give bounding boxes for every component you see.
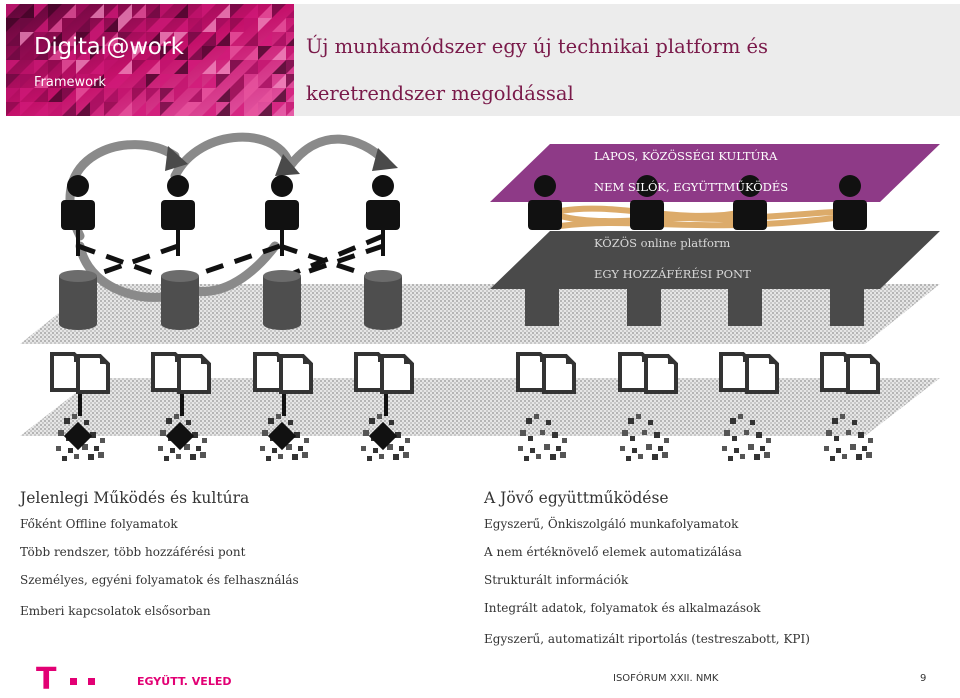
footer-event: ISOFÓRUM XXII. NMK — [613, 673, 719, 684]
data-cluster-icon — [824, 414, 873, 461]
future-title: A Jövő együttműködése — [484, 489, 669, 507]
database-icon — [161, 270, 199, 330]
document-icon — [542, 354, 576, 394]
future-item-5: Egyszerű, automatizált riportolás (testr… — [484, 632, 810, 646]
collaboration-links — [559, 205, 851, 229]
brand-block: Digital@work Framework — [6, 4, 294, 116]
telekom-t-mark: T — [36, 662, 57, 697]
person-icon — [528, 175, 562, 230]
culture-label-2: NEM SILÓK, EGYÜTTMŰKÖDÉS — [594, 180, 789, 194]
document-icon — [644, 354, 678, 394]
document-icon — [279, 354, 313, 394]
logo-dot-icon — [87, 678, 95, 685]
document-icon — [177, 354, 211, 394]
document-icon — [380, 354, 414, 394]
database-icon — [263, 270, 301, 330]
current-title: Jelenlegi Működés és kultúra — [20, 489, 250, 507]
current-item-4: Emberi kapcsolatok elsősorban — [20, 604, 211, 618]
document-icon — [76, 354, 110, 394]
culture-band — [490, 144, 940, 202]
floor-layer-1 — [20, 284, 940, 344]
framework-diagram — [20, 132, 940, 461]
silo-links — [77, 233, 386, 284]
floor-layer-2 — [20, 378, 940, 436]
page-number: 9 — [920, 673, 927, 684]
data-cluster-icon — [260, 414, 309, 461]
document-icon — [846, 354, 880, 394]
future-item-1: Egyszerű, Önkiszolgáló munkafolyamatok — [484, 517, 739, 531]
person-icon — [733, 175, 767, 230]
header-title-line-1: Új munkamódszer egy új technikai platfor… — [306, 35, 769, 58]
person-icon — [366, 175, 400, 256]
logo-dot-icon — [69, 678, 77, 685]
person-icon — [265, 175, 299, 256]
data-cluster-icon — [620, 414, 669, 461]
platform-band — [490, 231, 940, 326]
data-cluster-icon — [518, 414, 567, 461]
header-band: Új munkamódszer egy új technikai platfor… — [294, 4, 960, 116]
brand-pattern — [6, 4, 294, 116]
data-cluster-icon — [361, 414, 410, 461]
culture-label-1: LAPOS, KÖZÖSSÉGI KULTÚRA — [594, 149, 778, 163]
future-item-3: Strukturált információk — [484, 573, 629, 587]
platform-label-2: EGY HOZZÁFÉRÉSI PONT — [594, 267, 751, 281]
current-item-3: Személyes, egyéni folyamatok és felhaszn… — [20, 573, 299, 587]
future-item-4: Integrált adatok, folyamatok és alkalmaz… — [484, 601, 761, 615]
database-icon — [59, 270, 97, 330]
telekom-logo: T — [36, 662, 95, 697]
person-icon — [630, 175, 664, 230]
database-icon — [364, 270, 402, 330]
platform-label-1: KÖZÖS online platform — [594, 236, 731, 250]
brand-title: Digital@work — [34, 34, 184, 60]
person-icon — [161, 175, 195, 256]
header-title-line-2: keretrendszer megoldással — [306, 82, 574, 105]
current-item-2: Több rendszer, több hozzáférési pont — [20, 545, 246, 559]
curved-arrow-icon — [65, 132, 390, 302]
future-item-2: A nem értéknövelő elemek automatizálása — [484, 545, 742, 559]
document-icon — [745, 354, 779, 394]
brand-subtitle: Framework — [34, 75, 106, 90]
data-cluster-icon — [722, 414, 771, 461]
current-item-1: Főként Offline folyamatok — [20, 517, 178, 531]
person-icon — [61, 175, 95, 256]
person-icon — [833, 175, 867, 230]
footer-slogan: EGYÜTT. VELED — [137, 675, 232, 688]
